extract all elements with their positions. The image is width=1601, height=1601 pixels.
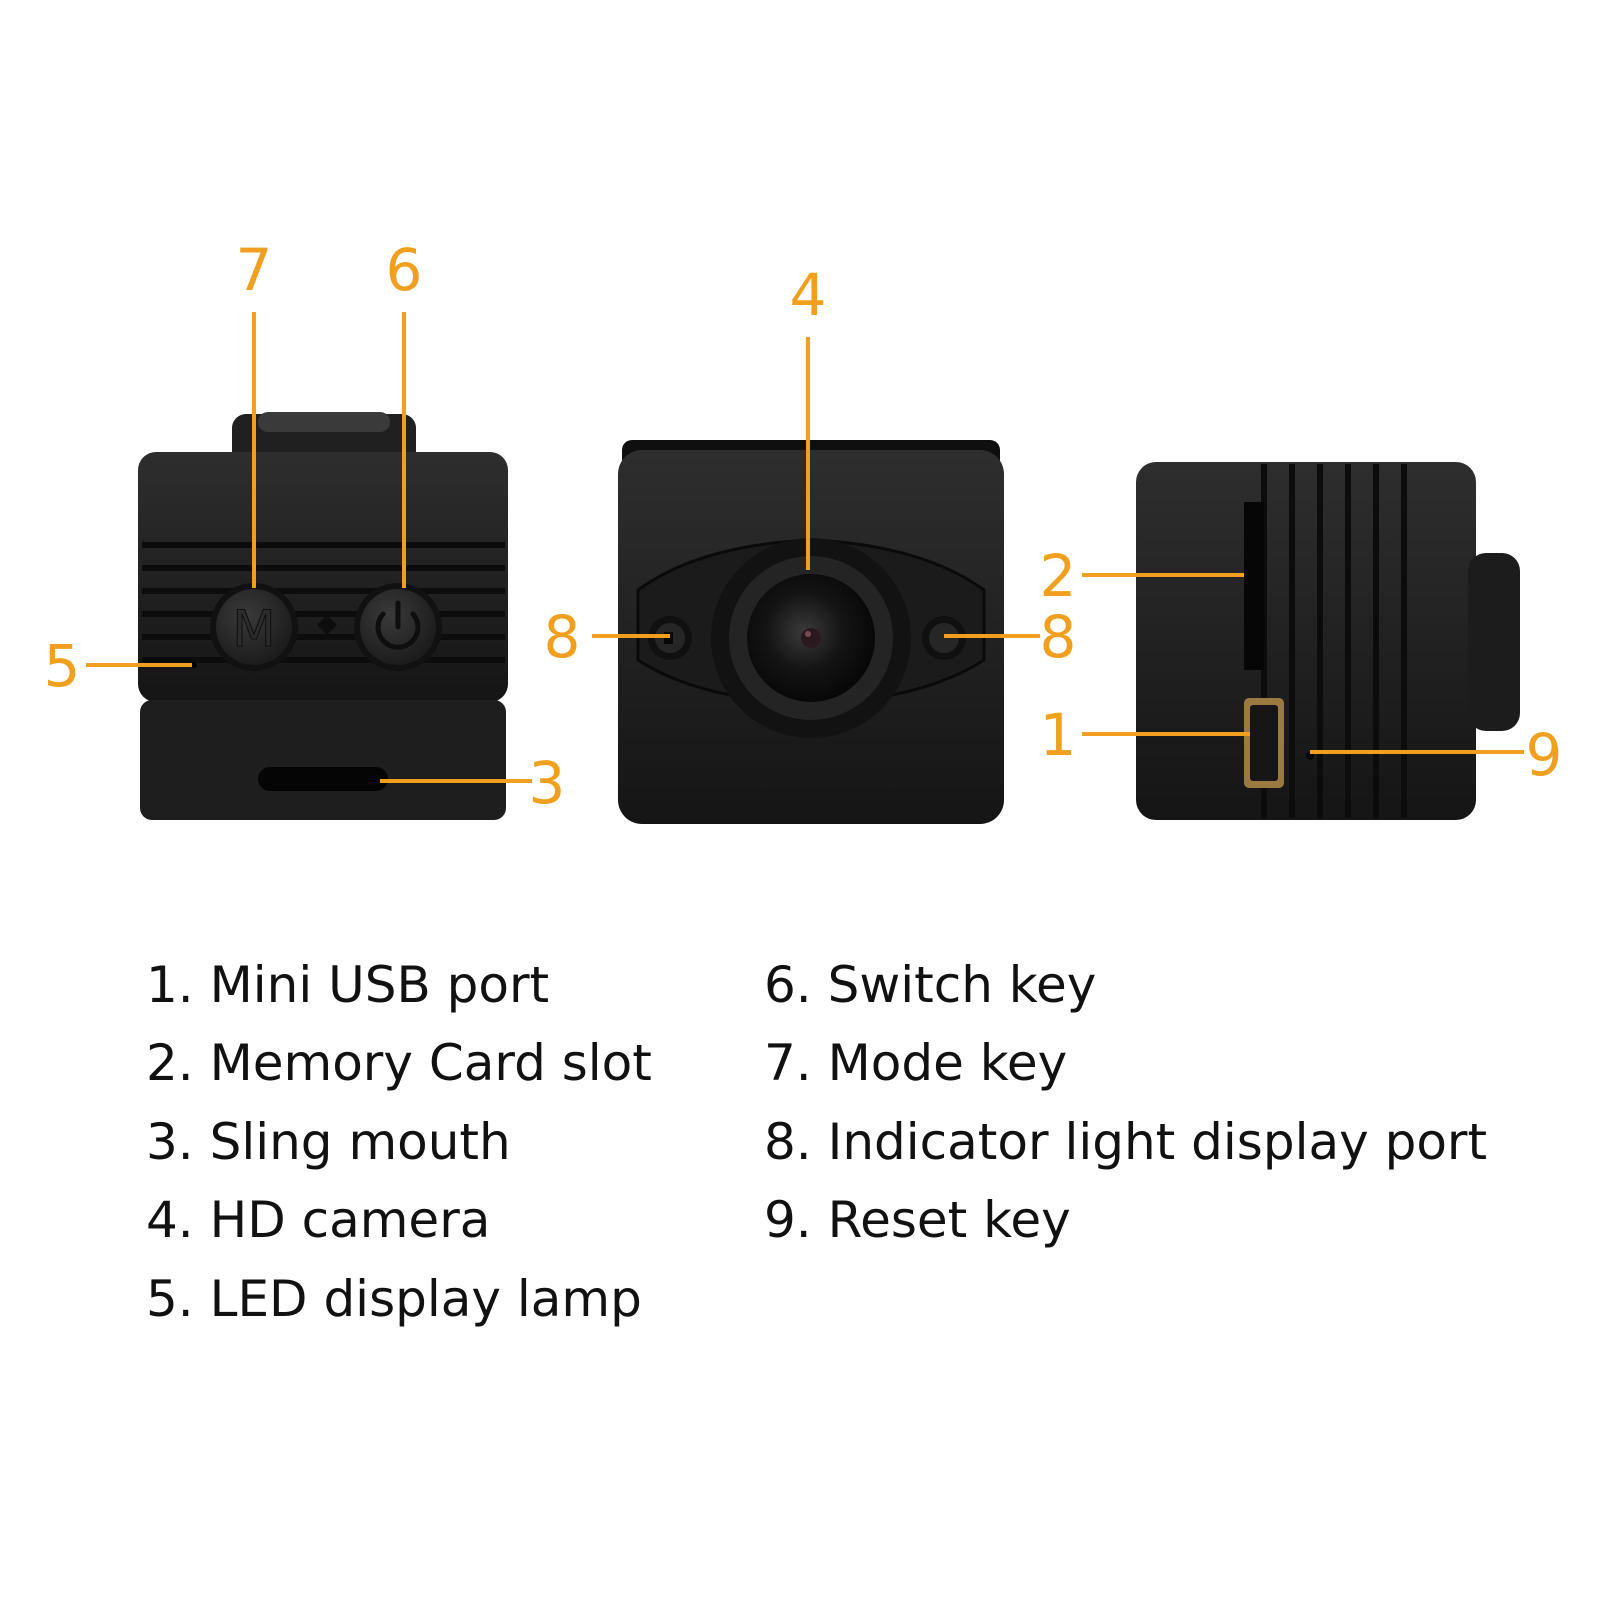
sling-mouth: [258, 767, 388, 791]
camera-top-view: M: [138, 412, 508, 820]
callout-9: 9: [1526, 721, 1563, 789]
legend-item-9: 9. Reset key: [764, 1191, 1071, 1249]
mode-key-letter: M: [232, 600, 275, 658]
leader-lines: [86, 312, 1524, 783]
mode-key[interactable]: M: [210, 583, 298, 671]
legend-item-6: 6. Switch key: [764, 956, 1097, 1014]
legend-item-3: 3. Sling mouth: [146, 1113, 511, 1171]
callout-4: 4: [790, 261, 827, 329]
legend-item-1: 1. Mini USB port: [146, 956, 550, 1014]
switch-key[interactable]: [354, 583, 442, 671]
led-display-lamp: [191, 662, 197, 668]
callout-8-left: 8: [544, 603, 581, 671]
camera-side-view: [1136, 462, 1520, 820]
legend-item-8: 8. Indicator light display port: [764, 1113, 1488, 1171]
memory-card-slot: [1244, 502, 1264, 670]
callout-6: 6: [386, 236, 423, 304]
callout-7: 7: [236, 236, 273, 304]
power-icon: [375, 600, 421, 650]
legend-item-5: 5. LED display lamp: [146, 1270, 642, 1328]
hd-camera-lens: [711, 538, 911, 738]
callout-5: 5: [44, 632, 81, 700]
legend-item-4: 4. HD camera: [146, 1191, 491, 1249]
mini-usb-port: [1244, 698, 1284, 788]
callout-1: 1: [1040, 701, 1077, 769]
callout-3: 3: [529, 749, 566, 817]
camera-front-view: [618, 440, 1004, 824]
callout-8-right: 8: [1040, 603, 1077, 671]
legend-item-7: 7. Mode key: [764, 1034, 1068, 1092]
callout-2: 2: [1040, 542, 1077, 610]
camera-diagram: M: [44, 236, 1563, 824]
legend-item-2: 2. Memory Card slot: [146, 1034, 652, 1092]
